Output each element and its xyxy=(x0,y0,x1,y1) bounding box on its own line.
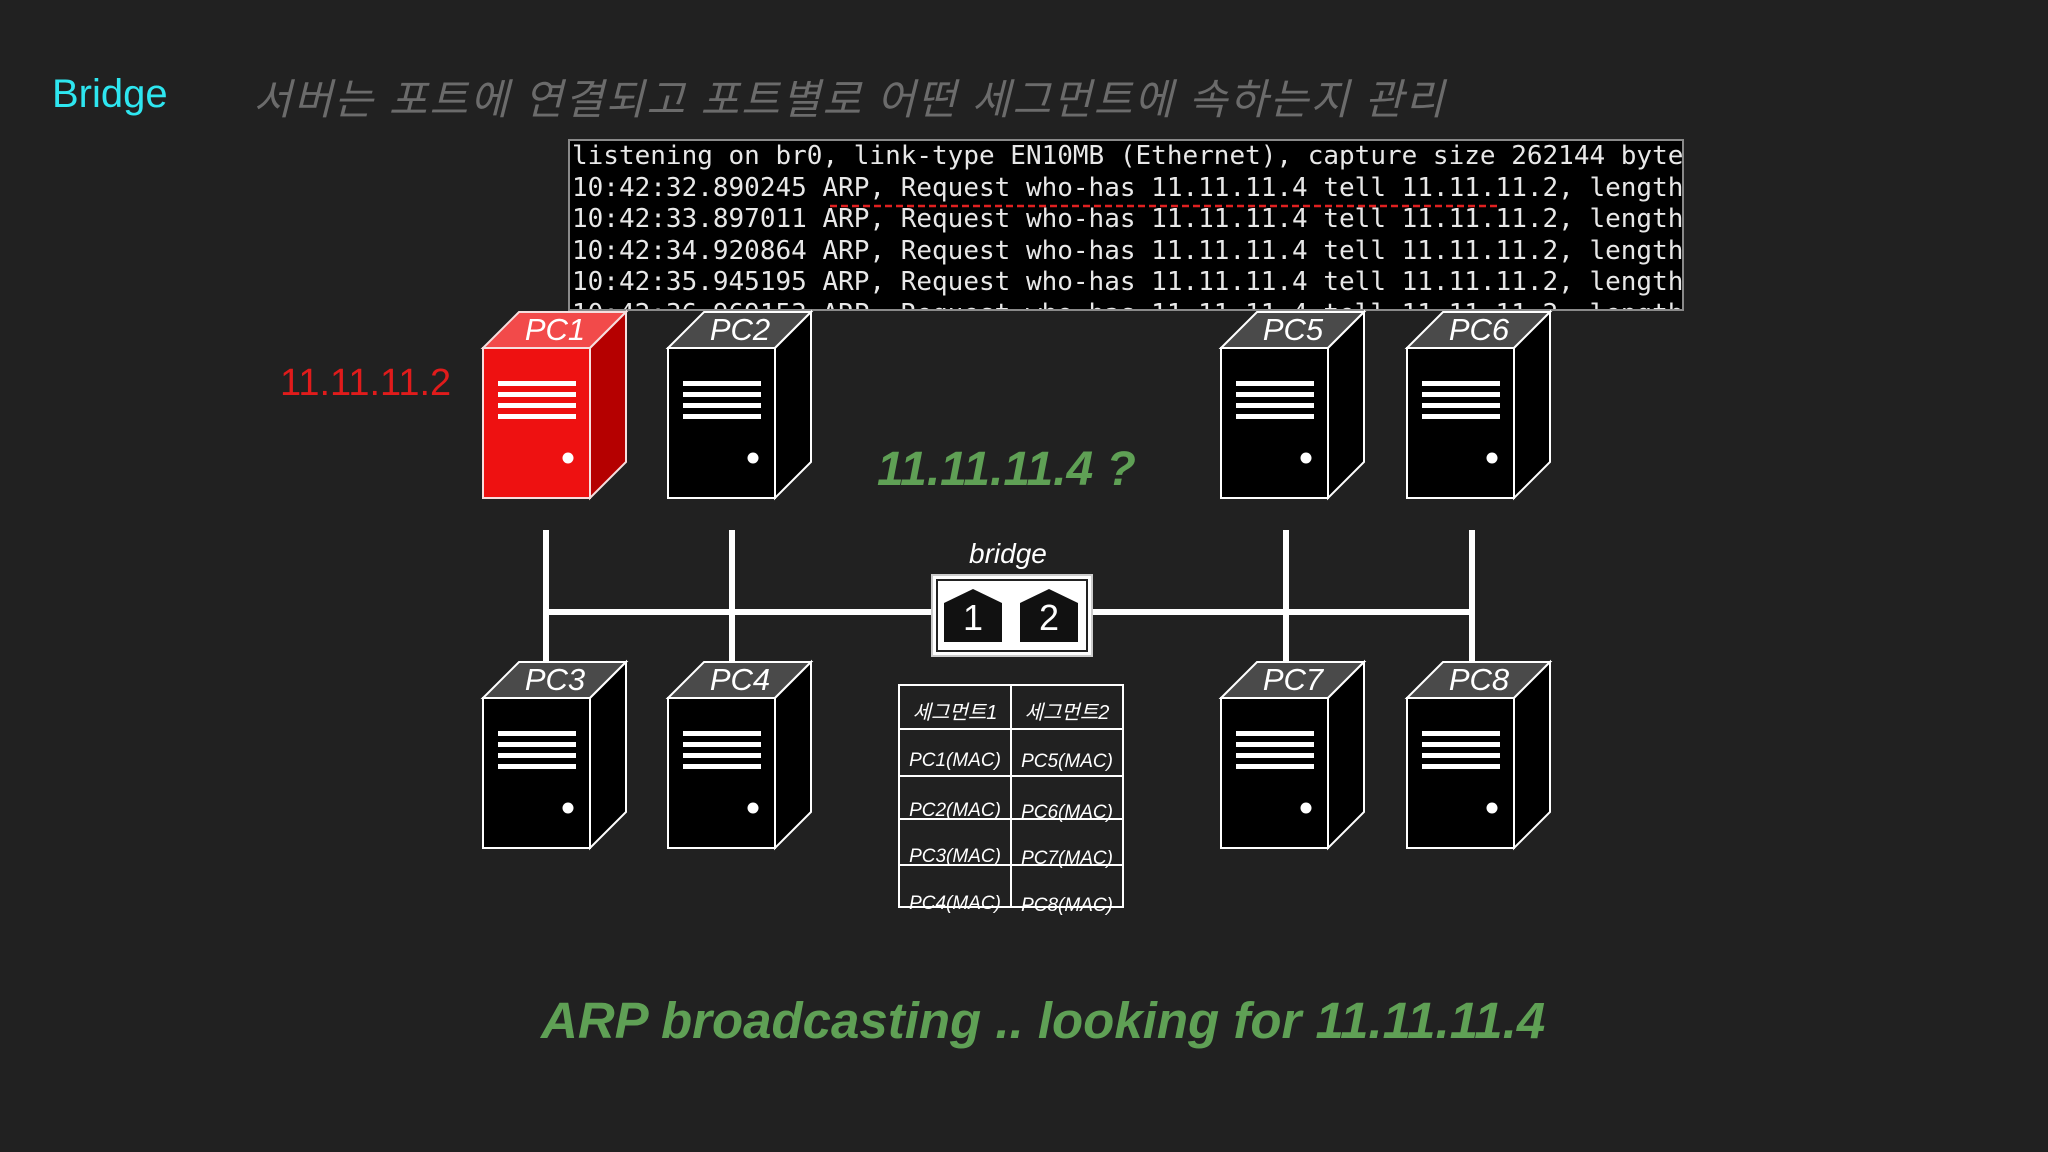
arp-query-label: 11.11.11.4 ? xyxy=(877,443,1136,496)
pc-label: PC6 xyxy=(1449,312,1510,347)
pc-label: PC1 xyxy=(525,312,585,347)
terminal-line: listening on br0, link-type EN10MB (Ethe… xyxy=(572,141,1684,171)
pc-label: PC5 xyxy=(1263,312,1324,347)
port-2-label: 2 xyxy=(1039,597,1059,638)
port-2-icon xyxy=(1020,589,1078,642)
table-cell: PC5(MAC) xyxy=(1021,751,1113,772)
server-pc5: PC5 xyxy=(1218,309,1367,501)
port-1-label: 1 xyxy=(963,597,983,638)
pc-label: PC7 xyxy=(1263,662,1325,697)
terminal-line: 10:42:34.920864 ARP, Request who-has 11.… xyxy=(572,235,1684,266)
table-header: 세그먼트2 xyxy=(1025,702,1110,724)
terminal-line: 10:42:36.969153 ARP, Request who-has 11.… xyxy=(570,299,1682,310)
pc-label: PC3 xyxy=(525,662,585,697)
slide-subtitle: 서버는 포트에 연결되고 포트별로 어떤 세그먼트에 속하는지 관리 xyxy=(253,76,1446,123)
terminal-line: 10:42:33.897011 ARP, Request who-has 11.… xyxy=(572,204,1684,234)
source-ip-label: 11.11.11.2 xyxy=(280,362,451,404)
table-cell: PC8(MAC) xyxy=(1021,895,1113,916)
table-cell: PC7(MAC) xyxy=(1021,848,1113,869)
server-pc3: PC3 xyxy=(480,659,629,851)
server-pc2: PC2 xyxy=(665,309,814,501)
terminal-line: 10:42:32.890245 ARP, Request who-has 11.… xyxy=(572,172,1684,203)
table-cell: PC2(MAC) xyxy=(909,800,1001,821)
server-pc4: PC4 xyxy=(665,659,814,851)
pc-label: PC2 xyxy=(710,312,770,347)
pc-label: PC4 xyxy=(710,662,770,697)
table-cell: PC6(MAC) xyxy=(1021,802,1113,823)
table-cell: PC1(MAC) xyxy=(909,750,1001,771)
slide-title: Bridge xyxy=(52,72,168,116)
table-cell: PC3(MAC) xyxy=(909,846,1001,867)
mac-table xyxy=(898,684,1124,908)
server-pc6: PC6 xyxy=(1404,309,1553,501)
server-pc1: PC1 xyxy=(480,309,629,501)
terminal-line: 10:42:35.945195 ARP, Request who-has 11.… xyxy=(572,267,1684,297)
pc-label: PC8 xyxy=(1449,662,1510,697)
bridge-device: 1 2 xyxy=(931,574,1093,657)
server-pc8: PC8 xyxy=(1404,659,1553,851)
table-header: 세그먼트1 xyxy=(913,702,998,724)
tcpdump-terminal: listening on br0, link-type EN10MB (Ethe… xyxy=(568,139,1684,311)
broadcast-caption: ARP broadcasting .. looking for 11.11.11… xyxy=(539,992,1545,1049)
table-cell: PC4(MAC) xyxy=(909,893,1001,914)
bridge-label: bridge xyxy=(969,538,1047,569)
port-1-icon xyxy=(944,589,1002,642)
server-pc7: PC7 xyxy=(1218,659,1367,851)
